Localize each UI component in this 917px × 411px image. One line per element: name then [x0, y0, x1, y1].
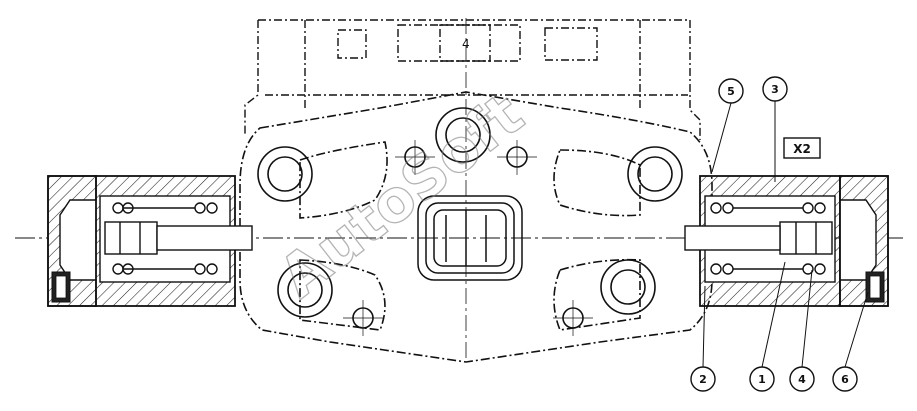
left-spring-coils	[112, 202, 218, 275]
port-crosshairs	[343, 140, 593, 336]
callout-2-text: 2	[699, 373, 707, 386]
callout-5: 5	[718, 78, 744, 104]
callout-3: 3	[762, 76, 788, 102]
upper-housing	[244, 19, 701, 140]
right-spring-coils	[710, 202, 826, 275]
central-boss	[417, 195, 523, 281]
callout-3-text: 3	[771, 83, 779, 96]
callout-5-text: 5	[727, 85, 735, 98]
callout-4: 4	[789, 366, 815, 392]
central-plate	[239, 91, 713, 363]
view-label-box	[783, 137, 821, 159]
right-spool-plunger	[684, 221, 833, 255]
left-spool-plunger	[104, 221, 253, 255]
callout-1: 1	[749, 366, 775, 392]
view-label: X2	[793, 142, 811, 156]
callout-2: 2	[690, 366, 716, 392]
callout-6: 6	[832, 366, 858, 392]
callout-4-text: 4	[798, 373, 806, 386]
housing-mark: 4	[462, 37, 470, 51]
callout-leaders	[702, 101, 869, 368]
callout-group: 5 3 2 1 4 6	[690, 76, 858, 392]
callout-1-text: 1	[758, 373, 766, 386]
callout-6-text: 6	[841, 373, 849, 386]
